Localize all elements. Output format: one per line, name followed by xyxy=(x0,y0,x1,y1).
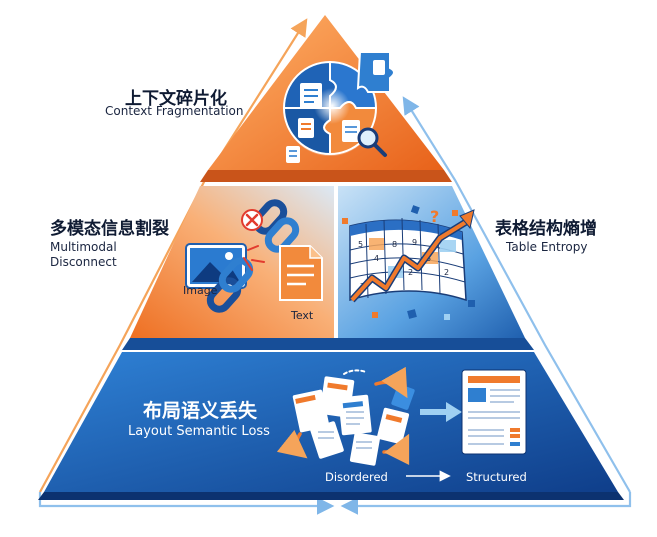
svg-text:?: ? xyxy=(430,207,439,226)
table-cell: 9 xyxy=(412,238,417,247)
middle-right-title-zh: 表格结构熵增 xyxy=(495,219,597,239)
bottom-tier-title-en: Layout Semantic Loss xyxy=(128,424,270,439)
disordered-label: Disordered xyxy=(325,470,388,484)
table-cell: 2 xyxy=(408,268,413,277)
top-tier-title-zh: 上下文碎片化 xyxy=(125,89,227,109)
table-cell: 2 xyxy=(444,268,449,277)
question-mark-icon: ? xyxy=(430,207,439,226)
magnifier-icon xyxy=(357,127,387,157)
flow-arrow-icon xyxy=(276,366,410,466)
error-badge-icon xyxy=(241,209,263,231)
broken-link-icon xyxy=(206,199,300,313)
disordered-papers xyxy=(292,376,415,466)
middle-left-title-zh: 多模态信息割裂 xyxy=(50,219,169,239)
trend-arrow-icon xyxy=(349,209,475,303)
middle-right-title-en: Table Entropy xyxy=(506,240,588,254)
bottom-tier-title-zh: 布局语义丢失 xyxy=(143,400,258,422)
flow-arrow-icon xyxy=(420,402,462,422)
cycle-arrow-icon xyxy=(38,18,632,515)
document-icon xyxy=(286,60,385,163)
middle-left-title-en-line1: Multimodal xyxy=(50,240,117,254)
table-cell: 5 xyxy=(358,240,363,249)
structured-document-icon xyxy=(461,369,527,455)
document-icon xyxy=(279,245,323,301)
image-label: Image xyxy=(183,284,218,297)
table-cell: 8 xyxy=(392,240,397,249)
text-label: Text xyxy=(291,309,314,322)
top-tier-title-en: Context Fragmentation xyxy=(105,104,244,118)
scattered-squares xyxy=(342,205,475,320)
middle-left-title-en-line2: Disconnect xyxy=(50,255,117,269)
structured-label: Structured xyxy=(466,470,527,484)
table-cell: 4 xyxy=(374,254,379,263)
